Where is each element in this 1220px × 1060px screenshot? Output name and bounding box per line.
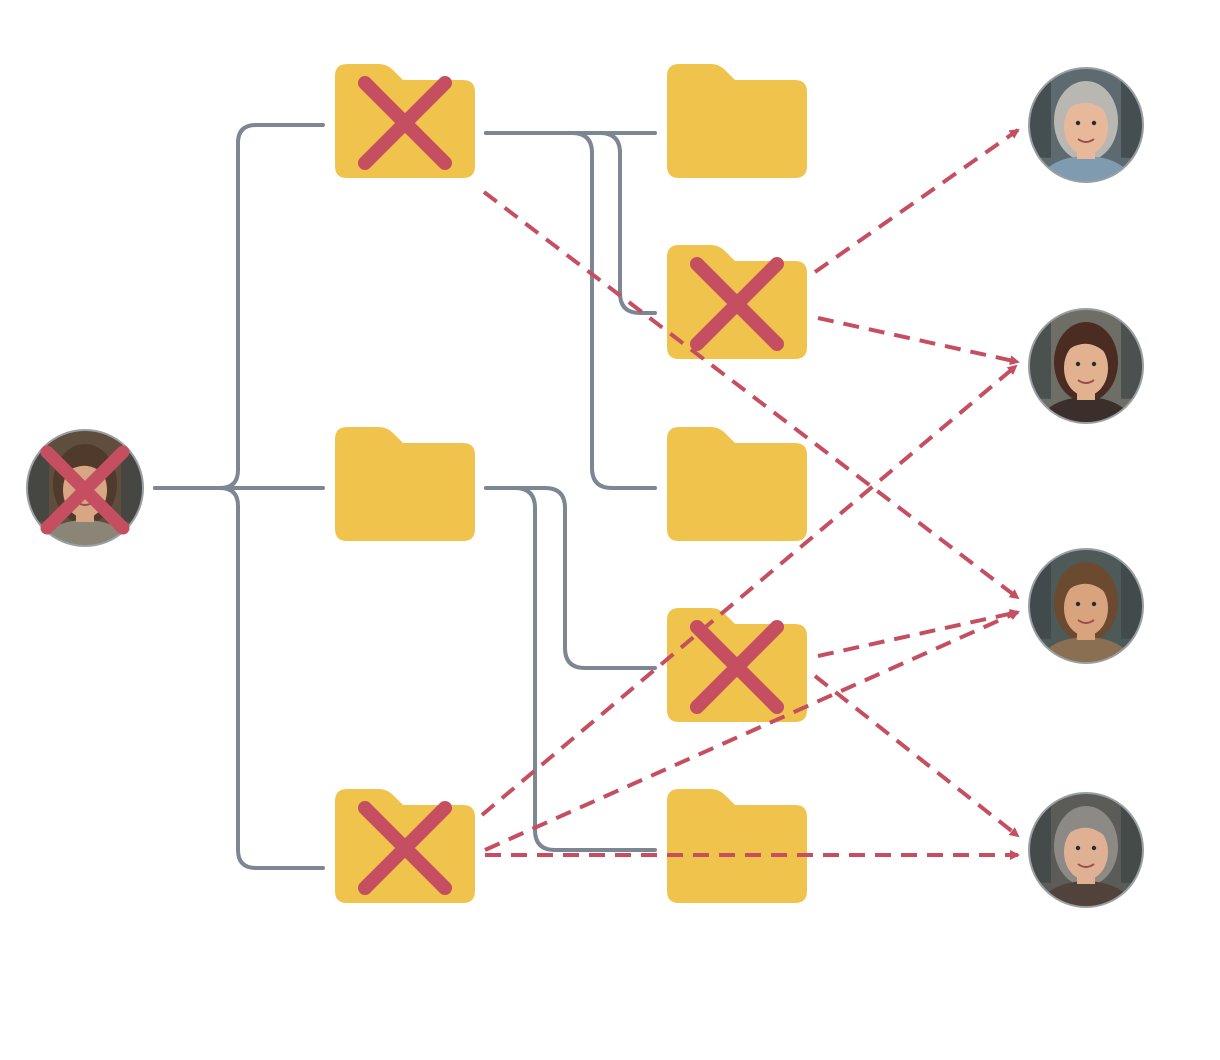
tree-edge-f1-f5 [484,131,657,315]
cross-icon [40,445,130,535]
folder-icon-f8 [667,789,807,903]
cross-icon [358,801,452,895]
access-arrow-f3-p3 [484,610,1020,852]
folder-icon-f1 [335,64,475,178]
cross-icon [690,620,784,714]
folder-icon-f5 [667,245,807,359]
access-arrow-f3-p2 [480,364,1018,817]
access-arrow-f5-p1 [813,128,1020,274]
folder-icon-f4 [667,64,807,178]
cross-icon [358,76,452,170]
tree-lines [153,123,657,870]
tree-edge-f2-f7 [484,486,657,670]
tree-edge-f1-f6 [484,131,657,490]
folder-icon-f2 [335,427,475,541]
tree-edge-root-user-f1 [153,123,325,490]
tree-edge-f2-f8 [484,486,657,852]
access-arrow-f5-p2 [817,316,1020,366]
cross-icon [690,257,784,351]
avatar-p4 [1028,792,1144,908]
avatar-p3 [1028,548,1144,664]
folder-icon-f6 [667,427,807,541]
avatar-p2 [1028,308,1144,424]
access-arrow-f7-p3 [817,608,1020,658]
folder-icon-f3 [335,789,475,903]
nodes [26,64,1144,908]
avatar-root-user [26,429,144,547]
tree-edge-root-user-f3 [153,486,325,870]
avatar-p1 [1028,67,1144,183]
folder-icon-f7 [667,608,807,722]
access-arrows [480,128,1020,860]
access-arrow-f1-p3 [482,190,1020,600]
access-arrow-f7-p4 [813,674,1020,838]
